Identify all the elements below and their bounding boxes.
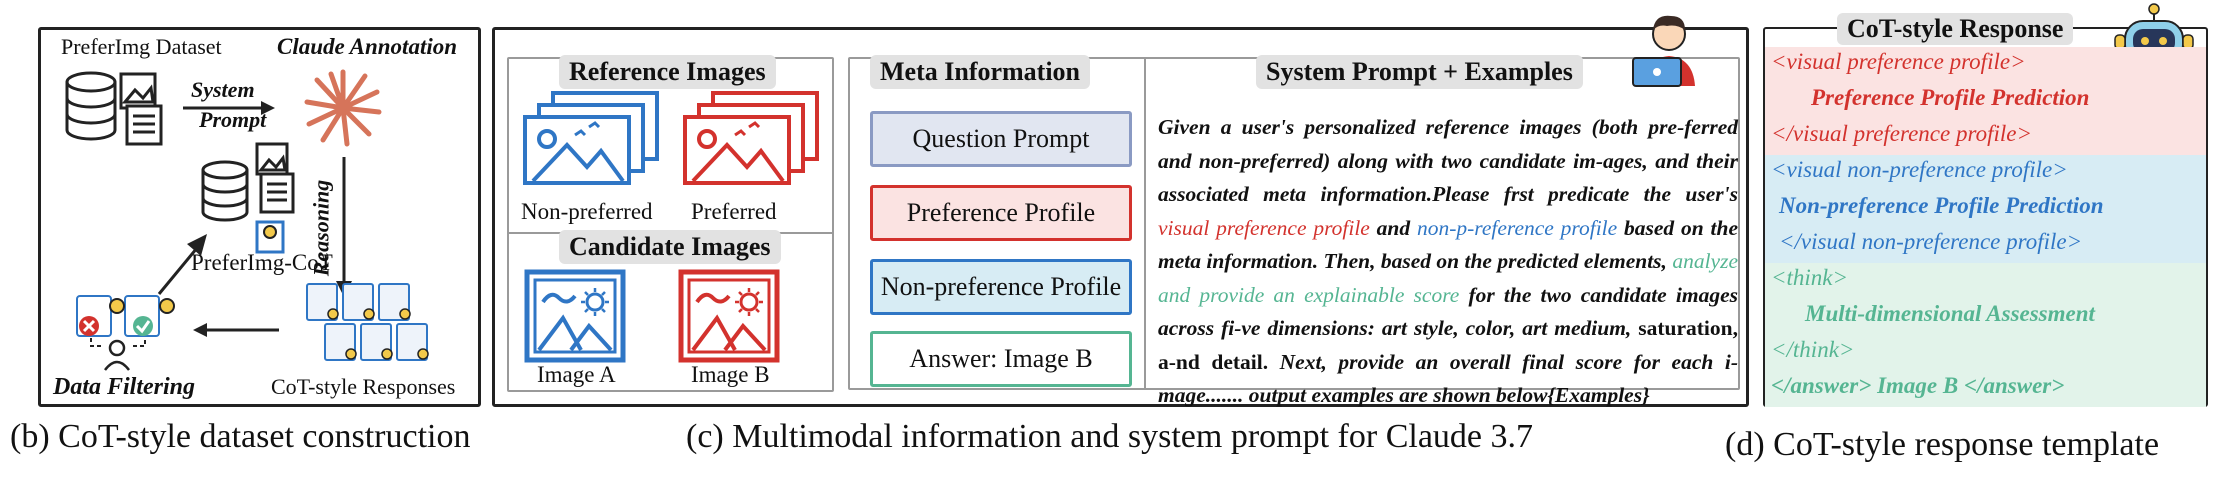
meta-preference-profile: Preference Profile [870, 185, 1132, 241]
claude-annotation-label: Claude Annotation [277, 34, 458, 59]
cot-responses-icon [306, 283, 429, 361]
think-close-tag: </think> [1771, 337, 1855, 362]
preferred-images-icon [683, 91, 819, 185]
prompt-visual-preference: visual preference profile [1158, 215, 1370, 240]
think-open-tag: <think> [1771, 265, 1849, 290]
candidate-images-title: Candidate Images [559, 230, 781, 264]
non-preference-prediction: Non-preference Profile Prediction [1779, 193, 2104, 218]
prompt-part-8: saturation, a-nd detail. [1158, 316, 1738, 374]
prompt-analyze-score: analyze and provide an explainable score [1158, 249, 1738, 307]
answer-tag: </answer> Image B </answer> [1771, 373, 2065, 398]
image-a-icon [524, 269, 626, 363]
data-filtering-icon [76, 295, 175, 371]
arrow-up-right-icon [157, 234, 207, 295]
image-b-icon [678, 269, 780, 363]
system-prompt-box: System Prompt + Examples Given a user's … [1144, 55, 1740, 407]
caption-b: (b) CoT-style dataset construction [10, 418, 471, 455]
cot-response-title: CoT-style Response [1837, 13, 2074, 45]
prompt-part-9: Next, provide an overall final score for… [1158, 349, 1738, 408]
visual-non-preference-close-tag: </visual non-preference profile> [1779, 229, 2083, 254]
prefer-img-cot-label: PreferImg-CoT [191, 250, 333, 275]
non-preference-section: <visual non-preference profile> Non-pref… [1765, 155, 2206, 263]
caption-c: (c) Multimodal information and system pr… [686, 418, 1534, 455]
preference-section: <visual preference profile> Preference P… [1765, 47, 2206, 155]
caption-d: (d) CoT-style response template [1725, 426, 2160, 463]
user-at-laptop-icon [1632, 15, 1695, 87]
prompt-part-7: for the two candidate images across fi-v… [1158, 282, 1738, 341]
visual-non-preference-open-tag: <visual non-preference profile> [1771, 157, 2068, 182]
meta-question-prompt: Question Prompt [870, 111, 1132, 167]
prefer-img-dataset-label: PreferImg Dataset [61, 34, 222, 59]
visual-preference-close-tag: </visual preference profile> [1771, 121, 2032, 146]
arrow-left-icon [193, 323, 279, 337]
prompt-part-3: and [1369, 215, 1417, 240]
image-b-label: Image B [691, 362, 770, 387]
panel-multimodal-info: Reference Images Non-preferred Preferred [492, 15, 1749, 407]
meta-answer: Answer: Image B [870, 331, 1132, 387]
multi-dimensional-assessment: Multi-dimensional Assessment [1805, 301, 2095, 326]
visual-preference-open-tag: <visual preference profile> [1771, 49, 2026, 74]
arrow-right-icon [183, 101, 275, 115]
arrow-down-icon [336, 157, 352, 297]
prompt-part-1: Given a user's personalized reference im… [1158, 115, 1738, 206]
meta-non-preference-profile: Non-preference Profile [870, 259, 1132, 315]
system-prompt-label-1: System [191, 77, 255, 102]
preferred-label: Preferred [691, 199, 777, 224]
reference-images-box: Reference Images Non-preferred Preferred [507, 55, 834, 237]
panel-dataset-construction: PreferImg Dataset Claude Annotation Syst… [38, 27, 481, 407]
meta-information-title: Meta Information [870, 55, 1091, 89]
non-preferred-images-icon [523, 91, 659, 185]
prompt-part-5: based on the meta information. Then, bas… [1158, 215, 1738, 274]
meta-information-box: Meta Information Question Prompt Prefere… [848, 55, 1150, 390]
system-prompt-text: Given a user's personalized reference im… [1158, 111, 1738, 413]
think-section: <think> Multi-dimensional Assessment </t… [1765, 263, 2206, 407]
non-preferred-label: Non-preferred [521, 199, 653, 224]
data-filtering-label: Data Filtering [53, 374, 196, 400]
cot-responses-label: CoT-style Responses [271, 374, 456, 399]
reference-images-title: Reference Images [559, 55, 776, 89]
prompt-non-preference: non-p-reference profile [1416, 215, 1618, 240]
system-prompt-label-2: Prompt [199, 107, 267, 132]
system-prompt-title: System Prompt + Examples [1256, 55, 1583, 89]
claude-logo-icon [304, 69, 382, 147]
panel-cot-response: CoT-style Response <visual preference pr… [1763, 3, 2208, 407]
database-icon [65, 71, 163, 146]
preference-prediction: Preference Profile Prediction [1811, 85, 2090, 110]
image-a-label: Image A [537, 362, 616, 387]
cot-database-icon [201, 142, 295, 254]
candidate-images-box: Candidate Images Image A Image B [507, 230, 834, 392]
